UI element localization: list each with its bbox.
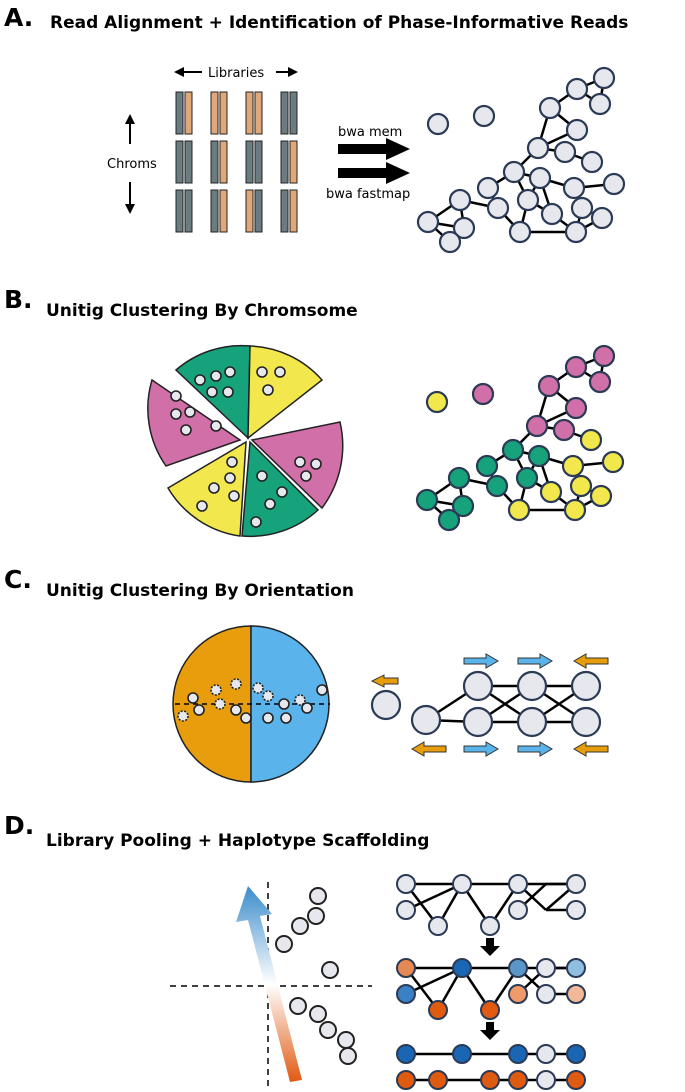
unitig-graph-b — [415, 344, 625, 532]
panel-b: B. Unitig Clustering By Chromsome — [4, 285, 625, 538]
chromosome-pie — [147, 344, 344, 538]
panel-d: D. Library Pooling + Haplotype Scaffoldi… — [4, 811, 586, 1090]
unitig-graph-a — [416, 66, 626, 254]
libraries-label: Libraries — [174, 66, 298, 81]
panel-a: A. Read Alignment + Identification of Ph… — [4, 3, 628, 254]
down-arrow-1 — [480, 938, 500, 956]
haplotype-graph-1 — [396, 874, 586, 956]
chroms-text: Chroms — [107, 157, 157, 172]
panel-a-title: Read Alignment + Identification of Phase… — [50, 13, 628, 33]
bwa-fastmap-label: bwa fastmap — [326, 187, 410, 202]
orientation-circle — [172, 625, 330, 783]
libraries-text: Libraries — [208, 66, 264, 81]
panel-c-letter: C. — [4, 565, 32, 594]
panel-d-title: Library Pooling + Haplotype Scaffolding — [46, 831, 429, 851]
bwa-arrows: bwa mem bwa fastmap — [326, 125, 410, 202]
panel-a-letter: A. — [4, 3, 33, 32]
panel-c-title: Unitig Clustering By Orientation — [46, 581, 354, 601]
panel-d-letter: D. — [4, 811, 34, 840]
gradient-arrow — [236, 886, 302, 1082]
pooling-scatter — [170, 882, 372, 1088]
panel-b-title: Unitig Clustering By Chromsome — [46, 301, 358, 321]
panel-c: C. Unitig Clustering By Orientation — [4, 565, 609, 783]
library-bars — [175, 91, 298, 233]
pie-dots — [170, 366, 322, 528]
panel-b-letter: B. — [4, 285, 33, 314]
haplotype-scaffolds — [396, 1044, 586, 1090]
bwa-mem-label: bwa mem — [338, 125, 402, 140]
chroms-label: Chroms — [107, 114, 157, 214]
orientation-graph — [370, 653, 609, 757]
haplotype-graph-2 — [396, 958, 586, 1040]
down-arrow-2 — [480, 1022, 500, 1040]
